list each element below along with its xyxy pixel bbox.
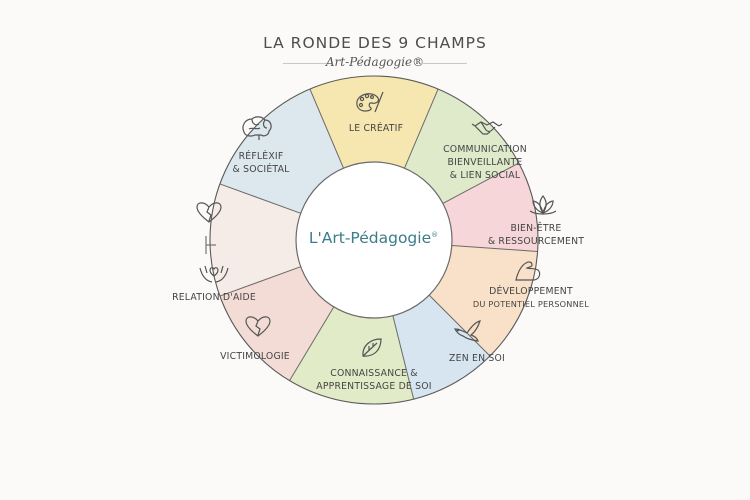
segment-label-subline: DU POTENTIEL PERSONNEL <box>472 299 590 309</box>
segment-label-communication: COMMUNICATION BIENVEILLANTE & LIEN SOCIA… <box>429 143 541 182</box>
diagram-title: LA RONDE DES 9 CHAMPS <box>263 34 487 52</box>
brain-icon <box>242 116 272 140</box>
sector-divider <box>404 88 439 169</box>
sector-divider <box>392 315 415 400</box>
registered-mark: ® <box>431 230 439 239</box>
standalone-broken-heart-icon <box>196 202 222 223</box>
sector-developpement <box>429 245 538 356</box>
sector-creatif <box>309 76 439 169</box>
segment-label-line: VICTIMOLOGIE <box>220 351 290 362</box>
dove-icon <box>454 320 481 342</box>
segment-label-line: & SOCIÉTAL <box>232 164 290 175</box>
sector-divider <box>451 244 538 252</box>
segment-label-victimologie: VICTIMOLOGIE <box>208 350 302 363</box>
caring-hands-icon <box>199 265 229 283</box>
handshake-icon <box>471 121 503 135</box>
subtitle-divider-right <box>421 63 467 64</box>
segment-label-developpement: DÉVELOPPEMENT DU POTENTIEL PERSONNEL <box>462 285 600 311</box>
broken-heart-icon <box>245 316 271 337</box>
segment-label-line: DÉVELOPPEMENT <box>489 286 573 297</box>
leaf-icon <box>362 338 382 357</box>
wheel-outer-ring <box>209 75 539 405</box>
palette-icon <box>356 91 384 113</box>
segment-label-connaissance: CONNAISSANCE & APPRENTISSAGE DE SOI <box>308 367 440 393</box>
segment-label-line: LE CRÉATIF <box>348 123 404 134</box>
wheel-dividers <box>219 88 538 400</box>
segment-label-line: APPRENTISSAGE DE SOI <box>316 381 432 392</box>
center-circle <box>295 161 453 319</box>
segment-label-line: BIEN-ÊTRE <box>510 223 562 234</box>
sector-divider <box>219 266 301 297</box>
lotus-icon <box>529 195 557 215</box>
segment-label-line: RELATION D'AIDE <box>172 292 256 303</box>
wheel-sectors <box>210 76 538 404</box>
sector-divider <box>428 294 491 357</box>
segment-label-creatif: LE CRÉATIF <box>331 122 421 135</box>
sector-divider <box>442 162 520 204</box>
sector-divider <box>219 183 301 214</box>
segment-label-reflexif: RÉFLÈXIF & SOCIÉTAL <box>215 150 307 176</box>
center-title: L'Art-Pédagogie® <box>296 229 451 247</box>
segment-label-line: & RESSOURCEMENT <box>487 236 585 247</box>
sector-connaissance <box>289 306 414 404</box>
segment-label-line: ZEN EN SOI <box>449 353 505 364</box>
sector-communication <box>404 89 519 204</box>
segment-label-line: DU POTENTIEL PERSONNEL <box>462 298 600 311</box>
flexed-arm-icon <box>515 261 541 281</box>
segment-label-relation-aide: RELATION D'AIDE <box>161 291 267 304</box>
subtitle-divider-left <box>283 63 329 64</box>
segment-label-line: & LIEN SOCIAL <box>449 170 521 181</box>
segment-label-line: COMMUNICATION <box>443 144 527 155</box>
diagram-subtitle: Art-Pédagogie® <box>325 55 425 69</box>
sector-divider <box>289 306 335 381</box>
sector-victimologie <box>219 266 334 381</box>
segment-label-line: BIENVEILLANTE <box>447 157 523 168</box>
sector-relation-aide <box>210 183 301 297</box>
segment-label-line: RÉFLÈXIF <box>238 151 284 162</box>
center-title-text: L'Art-Pédagogie <box>308 229 432 247</box>
sector-reflexif <box>219 89 344 214</box>
segment-label-line: CONNAISSANCE & <box>330 368 418 379</box>
sector-bien-etre <box>442 163 538 252</box>
sector-zen <box>392 295 490 400</box>
segment-label-zen: ZEN EN SOI <box>434 352 520 365</box>
sector-divider <box>309 88 344 169</box>
segment-label-bien-etre: BIEN-ÊTRE & RESSOURCEMENT <box>478 222 594 248</box>
